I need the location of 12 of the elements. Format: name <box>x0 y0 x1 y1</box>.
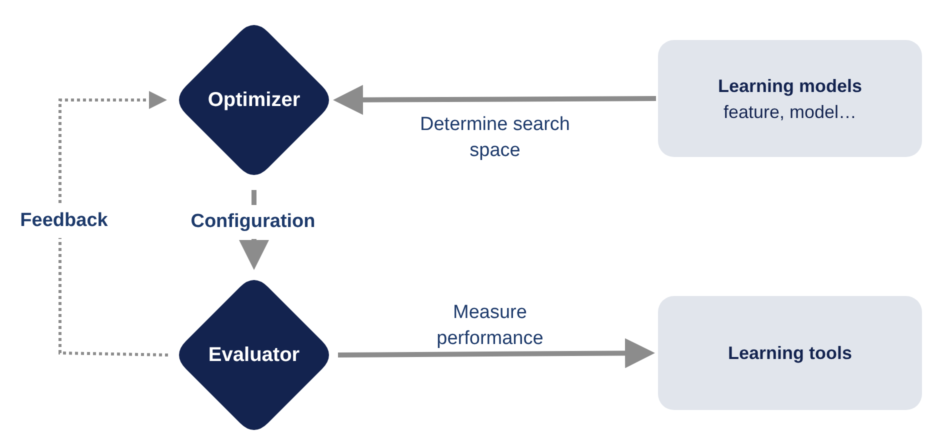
node-label: Optimizer <box>208 88 300 113</box>
arrow <box>333 84 656 115</box>
arrow <box>338 338 655 368</box>
edge-label: Determine search space <box>420 113 570 163</box>
arrow <box>58 91 168 356</box>
box-title: Learning tools <box>728 342 852 365</box>
box-subtitle: feature, model… <box>723 100 857 124</box>
edge-label: Measure performance <box>436 301 544 351</box>
process-box <box>658 296 922 410</box>
box-title: Learning models <box>718 74 862 98</box>
node-label: Evaluator <box>208 343 300 368</box>
process-box <box>658 40 922 157</box>
